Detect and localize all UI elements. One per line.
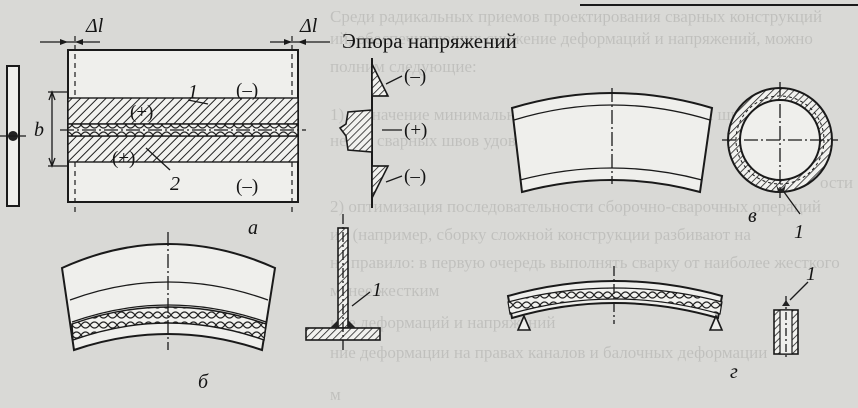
panel-label-v: в (748, 205, 757, 227)
label-minus-bottom: (–) (236, 176, 258, 197)
bg-line: ние деформации на правах каналов и балоч… (330, 343, 767, 362)
bg-line: на правило: в первую очередь выполнять с… (330, 253, 840, 272)
bg-line: 2) оптимизация последовательности сбороч… (330, 197, 821, 216)
bg-line: м (330, 385, 341, 404)
bg-line: полним следующие: (330, 57, 477, 76)
panel-label-a: а (248, 217, 258, 239)
beam-section: 1 (773, 263, 816, 360)
t-section: 1 (305, 214, 382, 350)
panel-b: б 1 (60, 214, 382, 393)
panel-g: 1 г (506, 263, 816, 383)
label-minus-top: (–) (236, 80, 258, 101)
panel-label-b: б (198, 371, 209, 393)
delta-l-right: Δl (299, 15, 318, 37)
support-right (708, 313, 724, 331)
stress-diagram: Эпюра напряжений (–) (+) (–) (338, 29, 517, 208)
zone-lower (67, 135, 299, 163)
bg-line: ние деформаций и напряжений (330, 313, 555, 332)
stress-minus-bottom: (–) (404, 166, 426, 187)
bg-line: ости (820, 173, 853, 192)
bg-line: Среди радикальных приемов проектирования… (330, 7, 822, 26)
panel-a: b Δl Δl 1 (–) (+) (+) 2 (–) а (0, 15, 330, 239)
width-label-b: b (34, 119, 44, 141)
stress-plus: (+) (404, 120, 427, 141)
bg-line: ий, обеспечивающих снижение деформаций и… (330, 29, 813, 48)
bg-line: ий (например, сборку сложной конструкции… (330, 225, 751, 244)
beam-section-label-1: 1 (806, 263, 816, 285)
stress-minus-top: (–) (404, 66, 426, 87)
bg-line: менее жестким (330, 281, 440, 300)
label-plus-upper: (+) (130, 102, 153, 123)
side-view (0, 65, 26, 207)
panel-v: 1 в (510, 82, 838, 243)
ring-label-1: 1 (794, 221, 804, 243)
stress-diagram-title: Эпюра напряжений (342, 29, 517, 53)
label-2: 2 (170, 173, 180, 195)
label-plus-lower: (+) (112, 148, 135, 169)
label-1: 1 (188, 81, 198, 103)
delta-l-left: Δl (85, 15, 104, 37)
support-left (516, 313, 532, 331)
ring-section: 1 (722, 82, 838, 243)
panel-label-g: г (730, 361, 738, 383)
zone-upper (67, 97, 299, 125)
t-section-label-1: 1 (372, 279, 382, 301)
